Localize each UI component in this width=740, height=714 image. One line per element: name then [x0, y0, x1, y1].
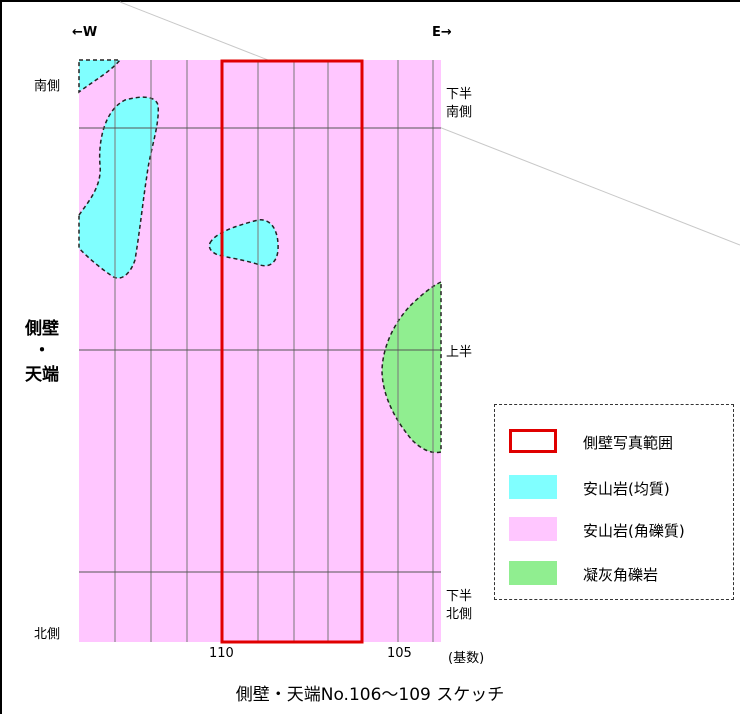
north-side-label: 北側: [34, 627, 61, 642]
crown-label: 天端: [25, 365, 59, 385]
section-lines: [79, 127, 441, 573]
legend-label-andesite-breccia: 安山岩(角礫質): [583, 522, 685, 540]
tuff-breccia-area: [381, 280, 442, 454]
legend-label-andesite-homogeneous: 安山岩(均質): [583, 480, 670, 498]
ring-110-label: 110: [209, 646, 234, 661]
legend: 側壁写真範囲 安山岩(均質) 安山岩(角礫質) 凝灰角礫岩: [494, 404, 734, 600]
upper-half-label: 上半: [446, 345, 473, 360]
andesite-homogeneous-area-1: [78, 59, 122, 94]
lower-half-south-label-2: 南側: [446, 105, 473, 120]
legend-label-photo-range: 側壁写真範囲: [583, 434, 674, 452]
lower-half-south-label-1: 下半: [446, 87, 473, 102]
east-label: E→: [432, 25, 452, 40]
west-label: ←W: [72, 25, 98, 40]
unit-label: (基数): [448, 651, 485, 666]
side-wall-photo-range: [220, 59, 364, 644]
andesite-homogeneous-area-3: [208, 219, 279, 267]
ring-105-label: 105: [387, 646, 412, 661]
legend-swatch-tuff-breccia: [509, 561, 557, 585]
lower-half-north-label-2: 北側: [446, 607, 473, 622]
andesite-homogeneous-area-2: [78, 96, 159, 279]
south-side-label: 南側: [34, 79, 61, 94]
lower-half-north-label-1: 下半: [446, 589, 473, 604]
legend-label-tuff-breccia: 凝灰角礫岩: [583, 566, 659, 584]
side-wall-label: 側壁: [25, 319, 59, 339]
legend-swatch-photo-range: [509, 429, 557, 453]
legend-swatch-andesite-homogeneous: [509, 475, 557, 499]
legend-swatch-andesite-breccia: [509, 517, 557, 541]
figure-caption: 側壁・天端No.106〜109 スケッチ: [235, 685, 505, 705]
side-wall-separator: ・: [33, 341, 51, 361]
